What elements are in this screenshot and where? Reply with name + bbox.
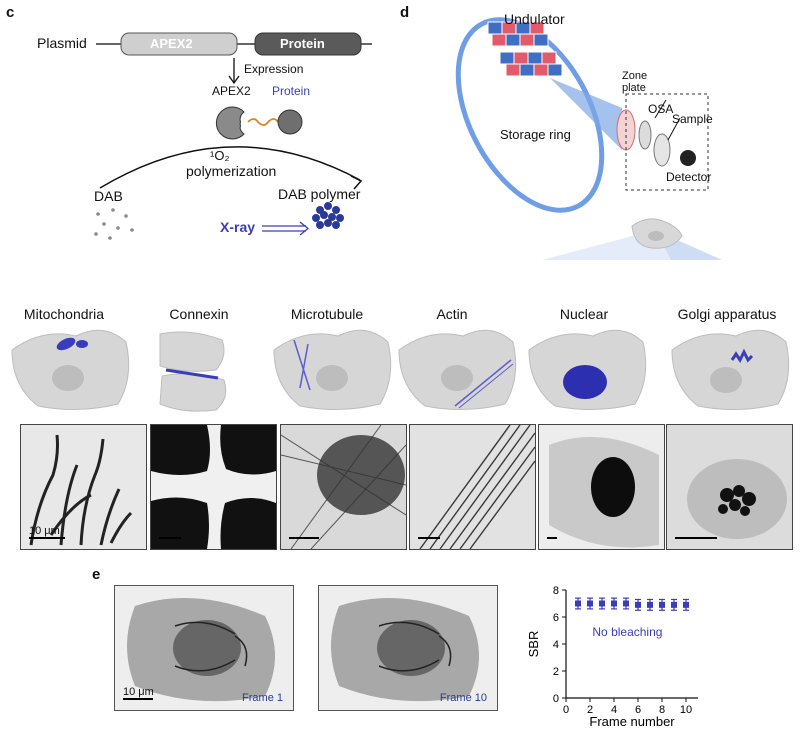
data-point [635,601,641,608]
cell-connexin [159,331,227,412]
micrograph-frame-1: 10 μm Frame 1 [114,585,294,711]
dab-polymer-cluster [312,202,344,229]
dab-polymer-label: DAB polymer [278,186,361,202]
cell-nuclear [528,329,647,411]
scale-bar-connexin [159,537,181,539]
reaction-arc [99,146,361,189]
apex2-enzyme-shape [215,106,245,140]
protein-sphere [277,109,303,135]
xray-beam [550,78,622,150]
dab-monomers [94,208,134,240]
sample-label: Sample [672,112,713,126]
osa-label: OSA [648,102,674,116]
storage-ring-label: Storage ring [500,127,571,142]
y-tick-label: 4 [553,639,559,651]
data-point [683,601,689,608]
frame-1-label: Frame 1 [242,692,283,704]
zone-plate-label: Zone plate [622,70,648,94]
cell-mitochondria [11,329,130,411]
data-point [623,600,629,607]
detector-label: Detector [666,170,712,184]
singlet-oxygen-label: ¹O₂ [210,148,230,163]
panel-c-diagram [94,32,372,240]
apex2-box-label: APEX2 [150,36,193,51]
organelle-label-connexin: Connexin [169,306,229,322]
scale-bar-mito-label: 10 μm [29,525,60,537]
apex2-box [120,32,238,56]
frame-scale-bar [123,698,153,700]
organelle-label-golgi: Golgi apparatus [677,306,777,322]
x-tick-label: 4 [611,704,617,716]
organelle-cell-illustrations [11,329,790,412]
cell-actin [398,329,517,411]
micrograph-connexin [150,424,277,550]
y-tick-label: 0 [553,693,559,705]
y-axis-label: SBR [526,631,541,658]
micrograph-mitochondria: 10 μm [20,424,147,550]
xray-label: X-ray [220,219,256,235]
undulator-label: Undulator [504,11,565,27]
scale-bar-microtubule [289,537,319,539]
panel-letter-d: d [400,4,410,21]
cell-golgi [671,329,790,411]
organelle-label-mitochondria: Mitochondria [23,306,105,322]
scale-bar-mito [29,537,65,539]
micrograph-actin [409,424,536,550]
x-tick-label: 2 [587,704,593,716]
organelle-label-actin: Actin [436,306,468,322]
undulator-magnets [487,21,563,77]
x-tick-label: 8 [659,704,665,716]
protein-box [254,32,362,56]
detector-shape [680,150,696,166]
x-tick-label: 6 [635,704,641,716]
scale-bar-golgi [675,537,717,539]
panel-letter-c: c [6,4,15,21]
y-tick-label: 2 [553,666,559,678]
organelle-label-nuclear: Nuclear [559,306,609,322]
organelle-label-microtubule: Microtubule [290,306,364,322]
data-point [659,601,665,608]
micrograph-nuclear [538,424,665,550]
protein-enzyme-label: Protein [272,84,311,98]
micrograph-frame-10: Frame 10 [318,585,498,711]
polymerization-label: polymerization [186,163,277,179]
plasmid-label: Plasmid [37,35,87,51]
micrograph-microtubule [280,424,407,550]
no-bleaching-annotation: No bleaching [592,625,662,639]
y-tick-label: 6 [553,612,559,624]
linker-wave [247,118,279,126]
data-point [671,601,677,608]
data-point [587,600,593,607]
protein-box-label: Protein [280,36,325,51]
expression-label: Expression [244,62,304,76]
x-tick-label: 10 [680,704,692,716]
panel-d-diagram [455,17,722,260]
x-axis-label: Frame number [589,714,675,729]
y-tick-label: 8 [553,585,559,597]
scale-bar-nuclear [547,537,557,539]
apex2-enzyme-label: APEX2 [212,84,251,98]
frame-scale-bar-label: 10 μm [123,686,154,698]
micrograph-golgi [666,424,793,550]
data-point [611,600,617,607]
x-tick-label: 0 [563,704,569,716]
scale-bar-actin [418,537,440,539]
data-point [599,600,605,607]
data-point [647,601,653,608]
microscope-box [625,93,709,191]
cell-microtubule [273,329,392,411]
frame-10-label: Frame 10 [439,692,487,704]
data-point [575,600,581,607]
panel-letter-e: e [92,566,101,583]
storage-ring-shape [455,17,605,213]
dab-label: DAB [94,188,123,204]
